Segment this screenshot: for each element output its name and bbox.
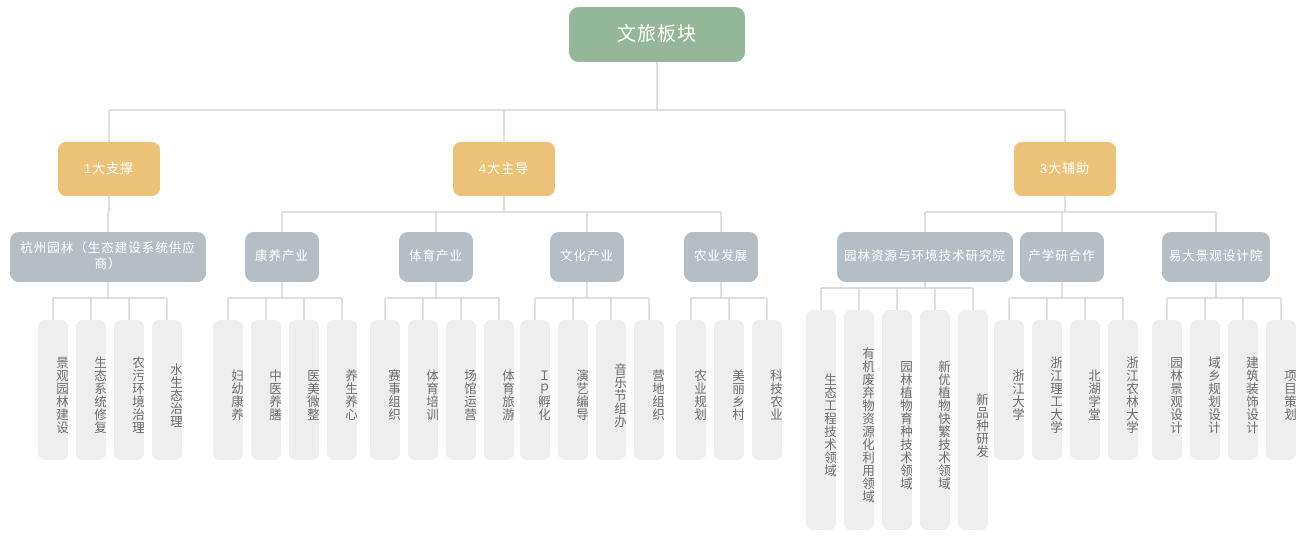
leaf-node-0-1[interactable]: 生态系统修复 xyxy=(76,320,106,460)
leaf-node-2-2-label: 场馆运营 xyxy=(462,369,476,421)
unit-node-7-label: 易大景观设计院 xyxy=(1168,249,1264,264)
leaf-node-6-0[interactable]: 浙江大学 xyxy=(994,320,1024,460)
leaf-node-2-2[interactable]: 场馆运营 xyxy=(446,320,476,460)
root-node[interactable]: 文旅板块 xyxy=(569,7,745,62)
branch-node-2-label: 3大辅助 xyxy=(1039,160,1091,176)
leaf-node-0-3[interactable]: 水生态治理 xyxy=(152,320,182,460)
leaf-node-0-0[interactable]: 景观园林建设 xyxy=(38,320,68,460)
unit-node-1[interactable]: 康养产业 xyxy=(245,232,319,282)
unit-node-5-label: 园林资源与环境技术研究院 xyxy=(843,249,1006,264)
branch-node-0[interactable]: 1大支撑 xyxy=(58,142,160,196)
leaf-node-1-1[interactable]: 中医养膳 xyxy=(251,320,281,460)
unit-node-3[interactable]: 文化产业 xyxy=(550,232,624,282)
unit-node-0-label: 杭州园林（生态建设系统供应商） xyxy=(20,241,196,271)
leaf-node-1-1-label: 中医养膳 xyxy=(267,369,281,421)
leaf-node-5-3-label: 新优植物快繁技术领域 xyxy=(936,360,950,490)
unit-node-3-label: 文化产业 xyxy=(559,249,614,264)
leaf-node-3-0[interactable]: Ｉｐ孵化 xyxy=(520,320,550,460)
leaf-node-2-0[interactable]: 赛事组织 xyxy=(370,320,400,460)
branch-node-1[interactable]: 4大主导 xyxy=(453,142,555,196)
leaf-node-7-1-label: 域乡规划设计 xyxy=(1206,356,1220,434)
leaf-node-7-2-label: 建筑装饰设计 xyxy=(1244,356,1258,434)
leaf-node-0-2[interactable]: 农污环境治理 xyxy=(114,320,144,460)
leaf-node-2-1-label: 体育培训 xyxy=(424,369,438,421)
leaf-node-5-0[interactable]: 生态工程技术领域 xyxy=(806,310,836,530)
leaf-node-3-3[interactable]: 营地组织 xyxy=(634,320,664,460)
branch-node-1-label: 4大主导 xyxy=(478,160,530,176)
leaf-node-0-0-label: 景观园林建设 xyxy=(54,356,68,434)
leaf-node-6-1[interactable]: 浙江理工大学 xyxy=(1032,320,1062,460)
leaf-node-5-2-label: 园林植物育种技术领域 xyxy=(898,360,912,490)
unit-node-5[interactable]: 园林资源与环境技术研究院 xyxy=(837,232,1013,282)
leaf-node-3-3-label: 营地组织 xyxy=(650,369,664,421)
unit-node-7[interactable]: 易大景观设计院 xyxy=(1162,232,1270,282)
branch-node-0-label: 1大支撑 xyxy=(83,160,135,176)
leaf-node-1-0-label: 妇幼康养 xyxy=(229,369,243,421)
leaf-node-2-0-label: 赛事组织 xyxy=(386,369,400,421)
leaf-node-3-0-label: Ｉｐ孵化 xyxy=(536,369,550,421)
leaf-node-2-1[interactable]: 体育培训 xyxy=(408,320,438,460)
leaf-node-1-0[interactable]: 妇幼康养 xyxy=(213,320,243,460)
leaf-node-5-3[interactable]: 新优植物快繁技术领域 xyxy=(920,310,950,530)
leaf-node-6-3-label: 浙江农林大学 xyxy=(1124,356,1138,434)
leaf-node-2-3[interactable]: 体育旅游 xyxy=(484,320,514,460)
leaf-node-2-3-label: 体育旅游 xyxy=(500,369,514,421)
leaf-node-3-2[interactable]: 音乐节组办 xyxy=(596,320,626,460)
leaf-node-4-2[interactable]: 科技农业 xyxy=(752,320,782,460)
leaf-node-5-4[interactable]: 新品种研发 xyxy=(958,310,988,530)
unit-node-6-label: 产学研合作 xyxy=(1028,249,1096,264)
leaf-node-0-2-label: 农污环境治理 xyxy=(130,356,144,434)
unit-node-4-label: 农业发展 xyxy=(693,249,748,264)
leaf-node-5-4-label: 新品种研发 xyxy=(974,392,988,458)
leaf-node-1-3[interactable]: 养生养心 xyxy=(327,320,357,460)
leaf-node-3-2-label: 音乐节组办 xyxy=(612,362,626,428)
leaf-node-1-2[interactable]: 医美微整 xyxy=(289,320,319,460)
root-node-label: 文旅板块 xyxy=(616,23,697,45)
leaf-node-6-2[interactable]: 北湖学堂 xyxy=(1070,320,1100,460)
leaf-node-1-2-label: 医美微整 xyxy=(305,369,319,421)
unit-node-0[interactable]: 杭州园林（生态建设系统供应商） xyxy=(10,232,206,282)
leaf-node-7-1[interactable]: 域乡规划设计 xyxy=(1190,320,1220,460)
leaf-node-7-0-label: 园林景观设计 xyxy=(1168,356,1182,434)
leaf-node-4-0[interactable]: 农业规划 xyxy=(676,320,706,460)
unit-node-2-label: 体育产业 xyxy=(408,249,463,264)
unit-node-2[interactable]: 体育产业 xyxy=(399,232,473,282)
leaf-node-5-1[interactable]: 有机废弃物资源化利用领域 xyxy=(844,310,874,530)
leaf-node-7-2[interactable]: 建筑装饰设计 xyxy=(1228,320,1258,460)
leaf-node-6-3[interactable]: 浙江农林大学 xyxy=(1108,320,1138,460)
leaf-node-7-3-label: 项目策划 xyxy=(1282,369,1296,421)
leaf-node-5-2[interactable]: 园林植物育种技术领域 xyxy=(882,310,912,530)
leaf-node-6-1-label: 浙江理工大学 xyxy=(1048,356,1062,434)
leaf-node-3-1-label: 演艺编导 xyxy=(574,369,588,421)
leaf-node-5-1-label: 有机废弃物资源化利用领域 xyxy=(860,347,874,503)
leaf-node-1-3-label: 养生养心 xyxy=(343,369,357,421)
leaf-node-6-0-label: 浙江大学 xyxy=(1010,369,1024,421)
leaf-node-4-1[interactable]: 美丽乡村 xyxy=(714,320,744,460)
leaf-node-6-2-label: 北湖学堂 xyxy=(1086,369,1100,421)
unit-node-4[interactable]: 农业发展 xyxy=(684,232,758,282)
leaf-node-4-1-label: 美丽乡村 xyxy=(730,369,744,421)
leaf-node-3-1[interactable]: 演艺编导 xyxy=(558,320,588,460)
leaf-node-4-2-label: 科技农业 xyxy=(768,369,782,421)
leaf-node-0-1-label: 生态系统修复 xyxy=(92,356,106,434)
leaf-node-4-0-label: 农业规划 xyxy=(692,369,706,421)
leaf-node-0-3-label: 水生态治理 xyxy=(168,362,182,428)
branch-node-2[interactable]: 3大辅助 xyxy=(1014,142,1116,196)
unit-node-1-label: 康养产业 xyxy=(254,249,309,264)
leaf-node-5-0-label: 生态工程技术领域 xyxy=(822,373,836,477)
leaf-node-7-3[interactable]: 项目策划 xyxy=(1266,320,1296,460)
unit-node-6[interactable]: 产学研合作 xyxy=(1020,232,1104,282)
leaf-node-7-0[interactable]: 园林景观设计 xyxy=(1152,320,1182,460)
